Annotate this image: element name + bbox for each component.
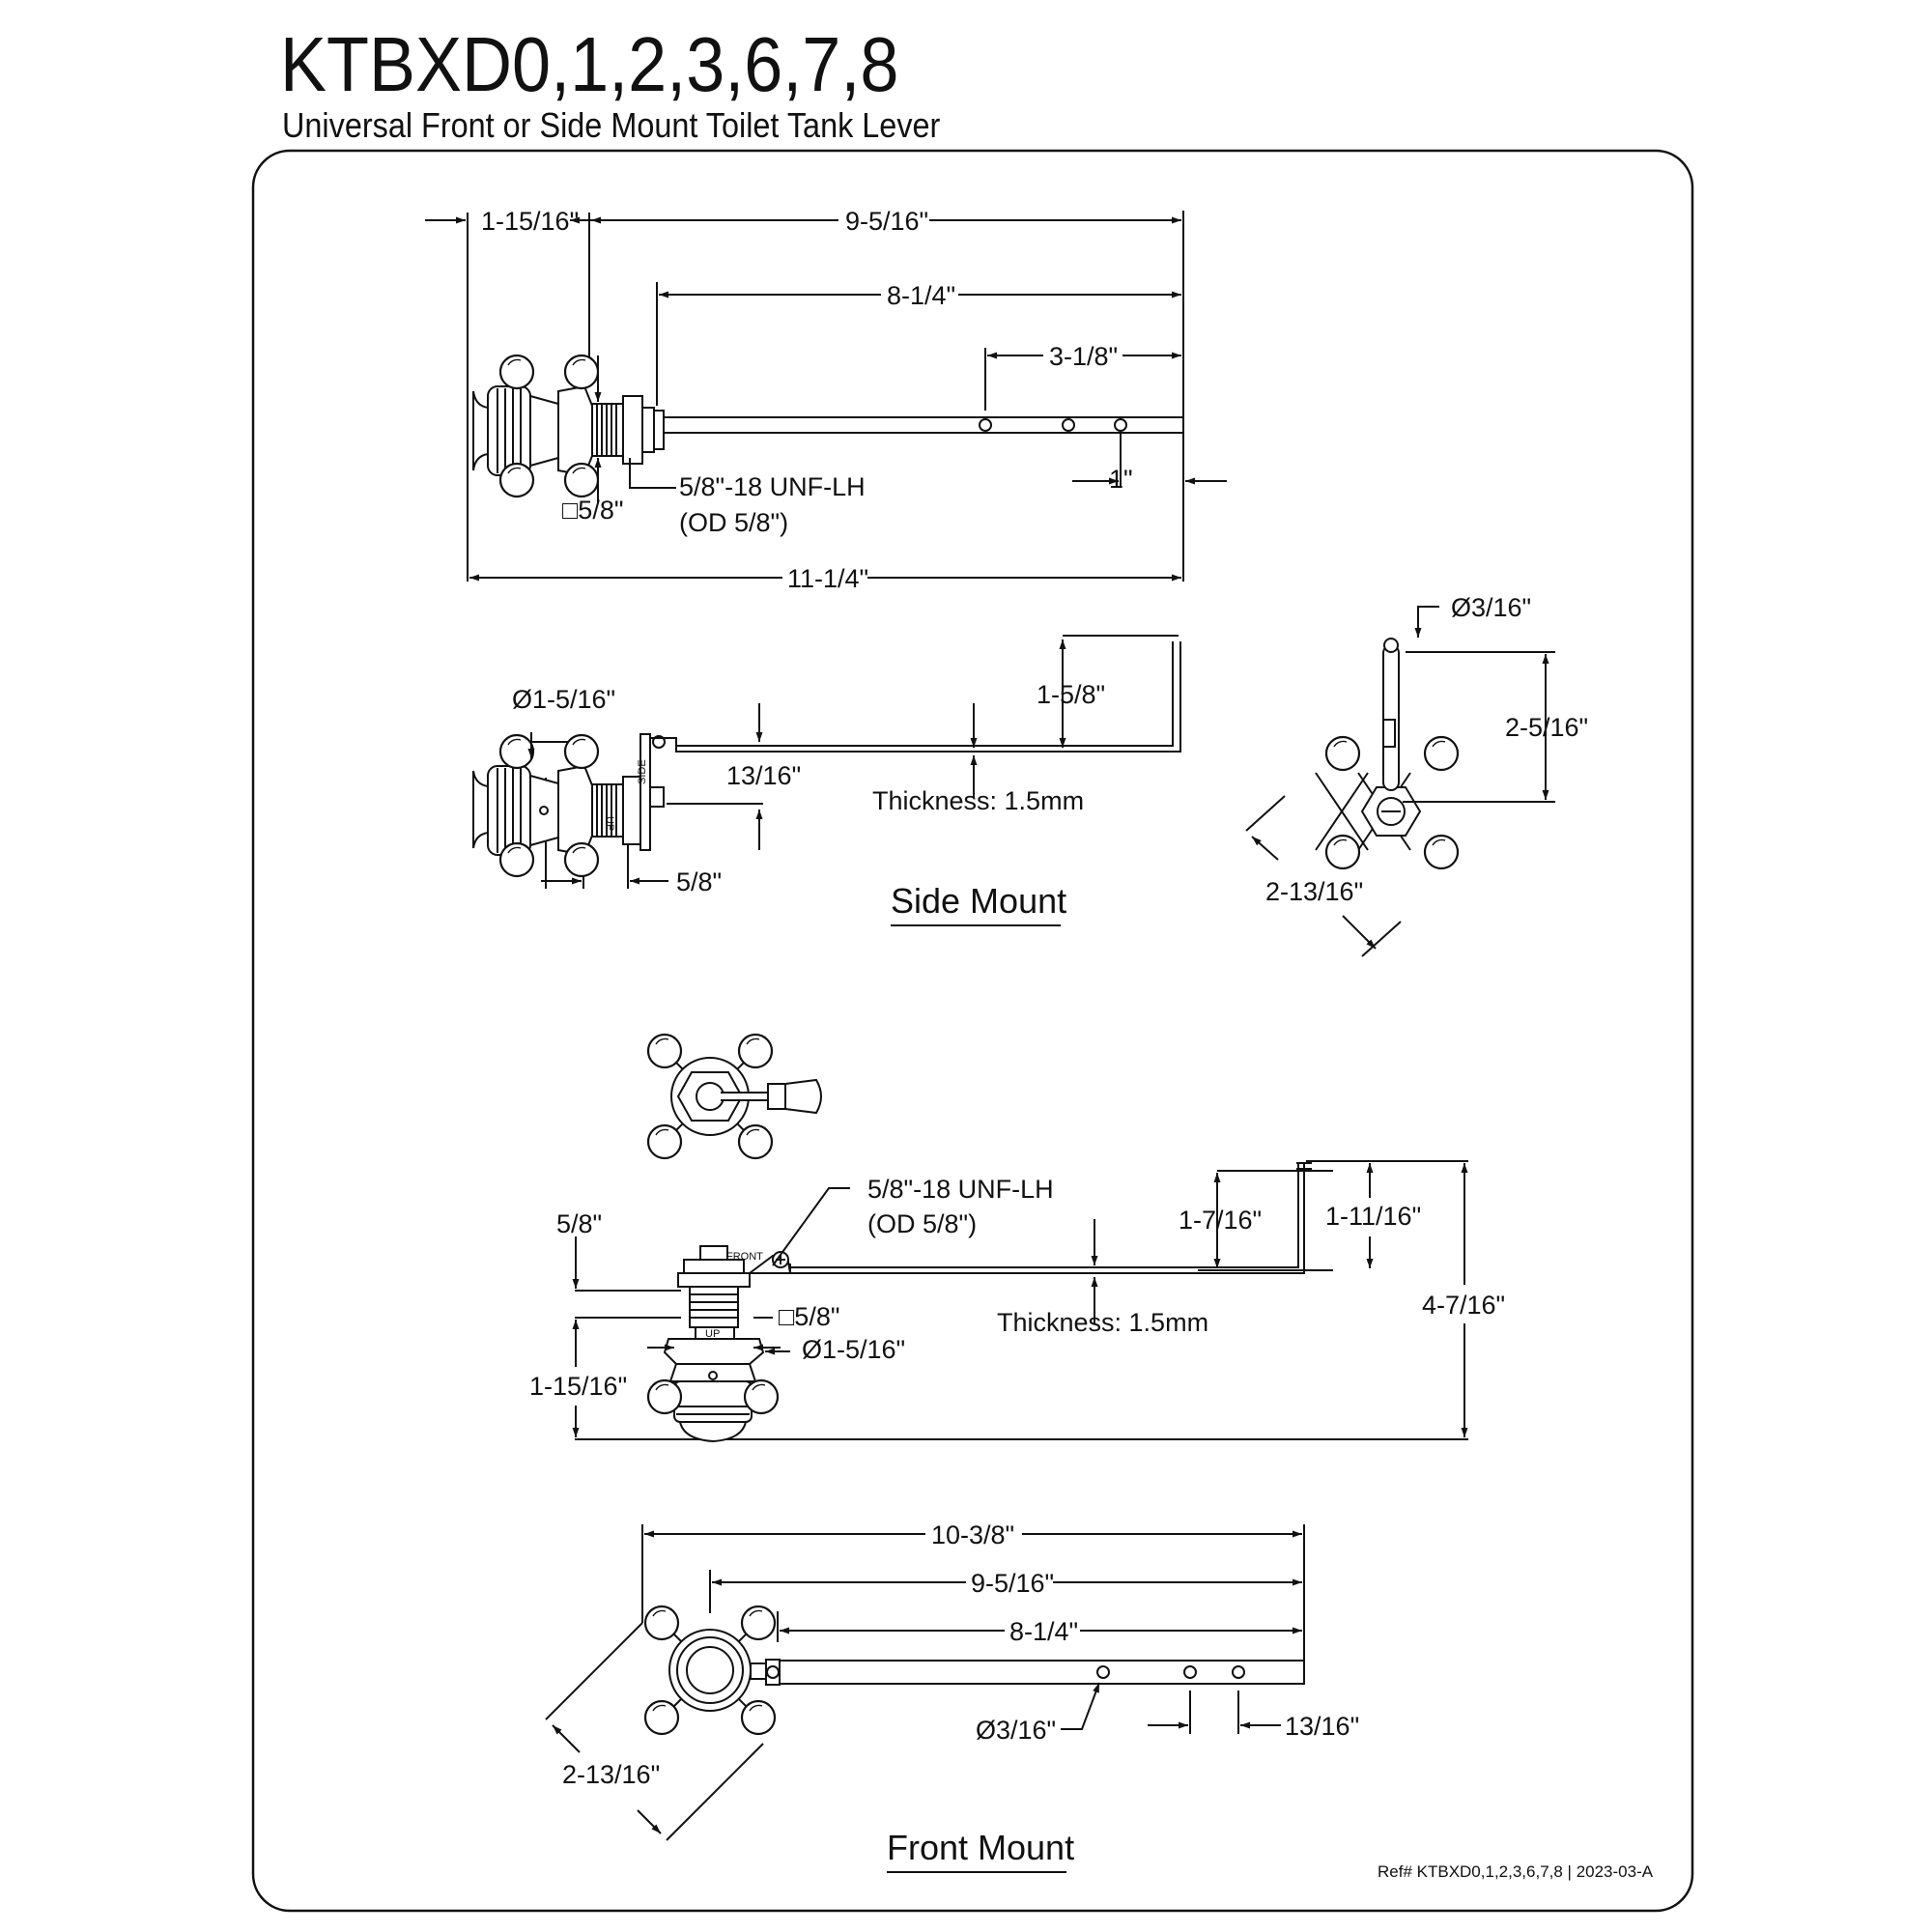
knob-icon <box>643 1605 680 1641</box>
side-mount-dimensions <box>527 639 1066 885</box>
dim-nut: 5/8" <box>556 1209 602 1238</box>
dim-arm: 8-1/4" <box>1009 1617 1078 1646</box>
dim-square: □5/8" <box>562 496 623 525</box>
dim-diameter: Ø1-5/16" <box>802 1335 905 1364</box>
knob-icon <box>646 1378 683 1415</box>
front-plan-labels: 10-3/8" 9-5/16" 8-1/4" Ø3/16" 13/16" 2-1… <box>562 1520 1654 1881</box>
dim-arm-overall: 9-5/16" <box>971 1569 1054 1598</box>
knob-icon <box>743 1378 780 1415</box>
dim-nut: 5/8" <box>676 867 722 896</box>
front-elevation-labels: 5/8"-18 UNF-LH (OD 5/8") 5/8" 1-7/16" 1-… <box>529 1175 1505 1401</box>
front-small-view <box>666 1052 822 1141</box>
knob-icon <box>498 354 535 390</box>
dim-diameter: Ø1-5/16" <box>512 685 615 714</box>
knob-icon <box>1423 735 1460 772</box>
front-elevation-dimensions <box>572 1163 1468 1437</box>
end-view-labels: Ø3/16" 2-5/16" 2-13/16" <box>1265 593 1588 906</box>
knob-icon <box>563 841 600 878</box>
plate-mark-side: SIDE <box>637 759 648 784</box>
knob-icon <box>498 462 535 498</box>
drawing-frame <box>251 149 1694 1913</box>
top-view-labels: 1-15/16" 9-5/16" 8-1/4" 3-1/8" 1" □5/8" … <box>481 207 1133 593</box>
side-mount-labels: Ø1-5/16" 1-5/8" 13/16" Thickness: 1.5mm … <box>512 680 1105 921</box>
dim-overall: 10-3/8" <box>931 1520 1014 1549</box>
knob-icon <box>740 1699 777 1736</box>
dim-hole-spacing: 3-1/8" <box>1049 342 1118 371</box>
dim-total-height: 4-7/16" <box>1422 1291 1505 1320</box>
page-subtitle: Universal Front or Side Mount Toilet Tan… <box>282 105 941 145</box>
knob-icon <box>740 1605 777 1641</box>
dim-overall-arm: 9-5/16" <box>845 207 928 236</box>
dim-end-offset: 1" <box>1109 465 1133 494</box>
top-view-dimensions <box>425 216 1227 582</box>
knob-icon <box>1423 834 1460 870</box>
dim-handle-length: 1-15/16" <box>481 207 579 236</box>
plate-mark-front: FRONT <box>726 1251 763 1263</box>
knob-icon <box>563 462 600 498</box>
knob-icon <box>737 1123 774 1160</box>
thread-od: (OD 5/8") <box>679 508 788 537</box>
knob-icon <box>563 733 600 770</box>
top-view <box>467 211 1184 582</box>
knob-icon <box>498 733 535 770</box>
side-mount-view <box>472 635 1181 889</box>
thread-mark-up: UP <box>705 1328 720 1340</box>
dim-offset: 13/16" <box>726 761 801 790</box>
thickness-note: Thickness: 1.5mm <box>872 786 1084 815</box>
knob-icon <box>646 1033 683 1069</box>
thread-mark-up: UP <box>604 816 615 831</box>
dim-drop: 1-7/16" <box>1179 1206 1262 1235</box>
dim-height: 2-5/16" <box>1505 713 1588 742</box>
thickness-note: Thickness: 1.5mm <box>997 1308 1208 1337</box>
front-plan-view <box>545 1524 1305 1841</box>
front-plan-dimensions <box>552 1530 1302 1834</box>
front-mount-label: Front Mount <box>887 1828 1074 1867</box>
knob-icon <box>1324 735 1361 772</box>
reference-number: Ref# KTBXD0,1,2,3,6,7,8 | 2023-03-A <box>1378 1862 1654 1881</box>
thread-od: (OD 5/8") <box>867 1209 977 1238</box>
page-title: KTBXD0,1,2,3,6,7,8 <box>280 21 899 107</box>
dim-hole: Ø3/16" <box>1451 593 1531 622</box>
end-view <box>1245 638 1555 957</box>
knob-icon <box>737 1033 774 1069</box>
dim-square: □5/8" <box>779 1302 839 1331</box>
dim-hole: Ø3/16" <box>976 1716 1056 1745</box>
knob-icon <box>563 354 600 390</box>
dim-end: 13/16" <box>1285 1712 1359 1741</box>
dim-span: 2-13/16" <box>562 1760 660 1789</box>
thread-spec: 5/8"-18 UNF-LH <box>867 1175 1054 1204</box>
knob-icon <box>646 1123 683 1160</box>
dim-drop: 1-5/8" <box>1037 680 1105 709</box>
knob-icon <box>1324 834 1361 870</box>
dim-rise: 1-11/16" <box>1325 1202 1421 1231</box>
dim-handle-height: 1-15/16" <box>529 1372 627 1401</box>
side-mount-label: Side Mount <box>891 881 1066 921</box>
dim-arm-length: 8-1/4" <box>887 281 955 310</box>
end-view-dimensions <box>1251 606 1549 950</box>
knob-icon <box>643 1699 680 1736</box>
front-elevation-view <box>575 1160 1468 1443</box>
thread-spec: 5/8"-18 UNF-LH <box>679 472 866 501</box>
dim-span: 2-13/16" <box>1265 877 1363 906</box>
knob-icon <box>498 841 535 878</box>
dim-total-length: 11-1/4" <box>787 564 868 593</box>
